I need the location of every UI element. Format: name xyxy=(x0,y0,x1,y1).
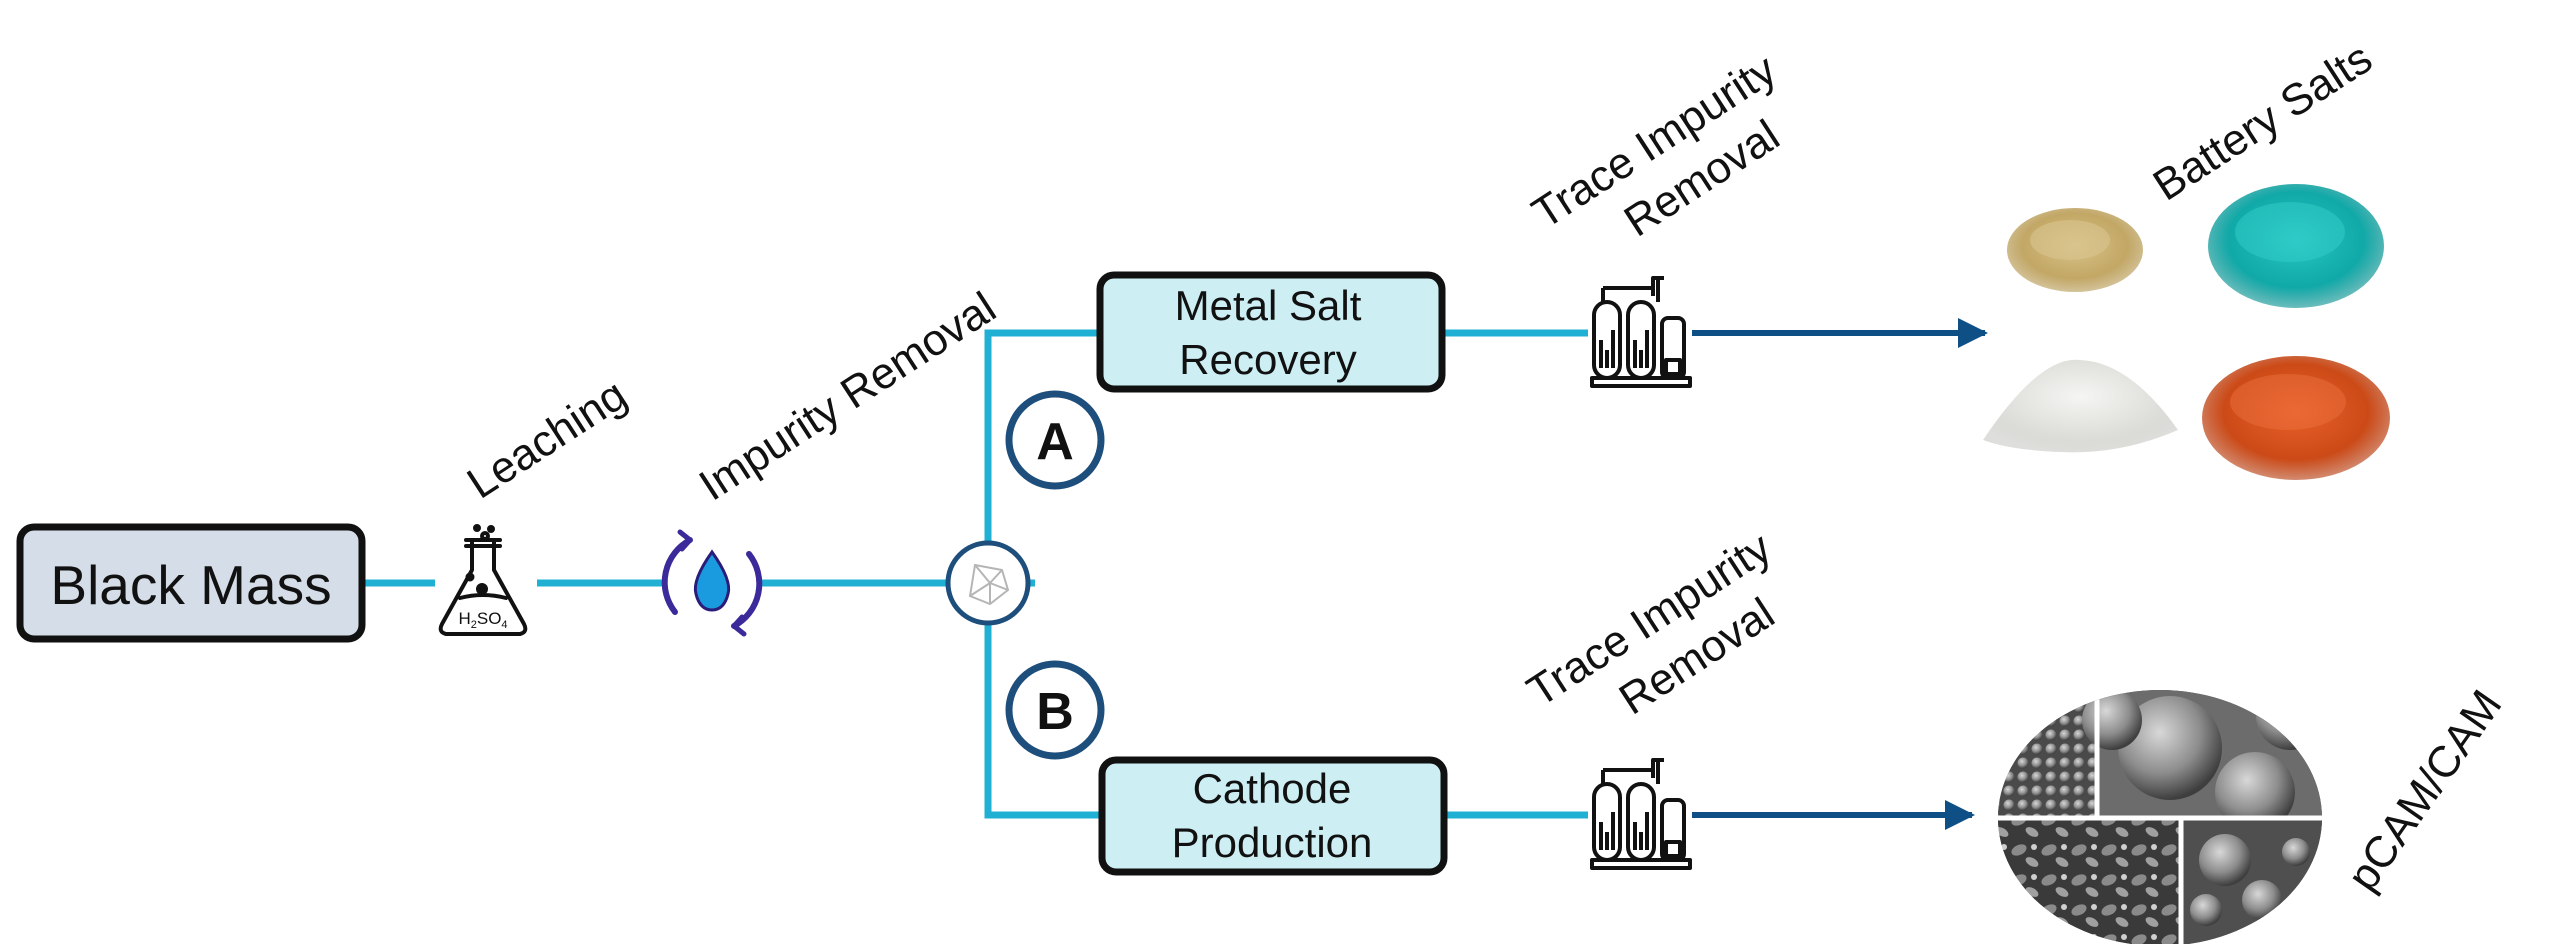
sem-micrograph-image xyxy=(1998,690,2322,944)
salt-powder-image xyxy=(1983,184,2390,480)
water-recycle-icon xyxy=(661,529,763,637)
metal-salt-line2: Recovery xyxy=(1179,336,1356,383)
splitter-icon xyxy=(945,540,1031,626)
flask-icon xyxy=(438,524,528,636)
black-mass-box: Black Mass xyxy=(16,523,366,643)
cathode-production-box: Cathode Production xyxy=(1098,756,1448,876)
battery-salts-label: Battery Salts xyxy=(2145,33,2381,210)
pcam-label: pCAM/CAM xyxy=(2338,681,2511,899)
route-a-label: A xyxy=(1036,413,1074,471)
formula-sub-2: 2 xyxy=(471,619,477,631)
flow-connectors xyxy=(362,329,1588,819)
metal-salt-recovery-box: Metal Salt Recovery xyxy=(1096,271,1446,393)
formula-h: H xyxy=(458,609,470,628)
flask-formula: H2SO4 xyxy=(458,609,507,631)
cathode-line2: Production xyxy=(1172,819,1373,866)
formula-so: SO xyxy=(477,609,502,628)
reactor-icon xyxy=(1590,276,1692,388)
cathode-line1: Cathode xyxy=(1193,765,1352,812)
route-b-badge: B xyxy=(1005,660,1105,760)
leaching-label: Leaching xyxy=(459,370,635,508)
black-mass-label: Black Mass xyxy=(50,554,331,616)
metal-salt-line1: Metal Salt xyxy=(1175,282,1362,329)
reactor-icon xyxy=(1590,758,1692,870)
formula-sub-4: 4 xyxy=(501,619,507,631)
route-b-label: B xyxy=(1036,683,1074,741)
impurity-removal-label: Impurity Removal xyxy=(691,283,1005,511)
route-a-badge: A xyxy=(1005,390,1105,490)
